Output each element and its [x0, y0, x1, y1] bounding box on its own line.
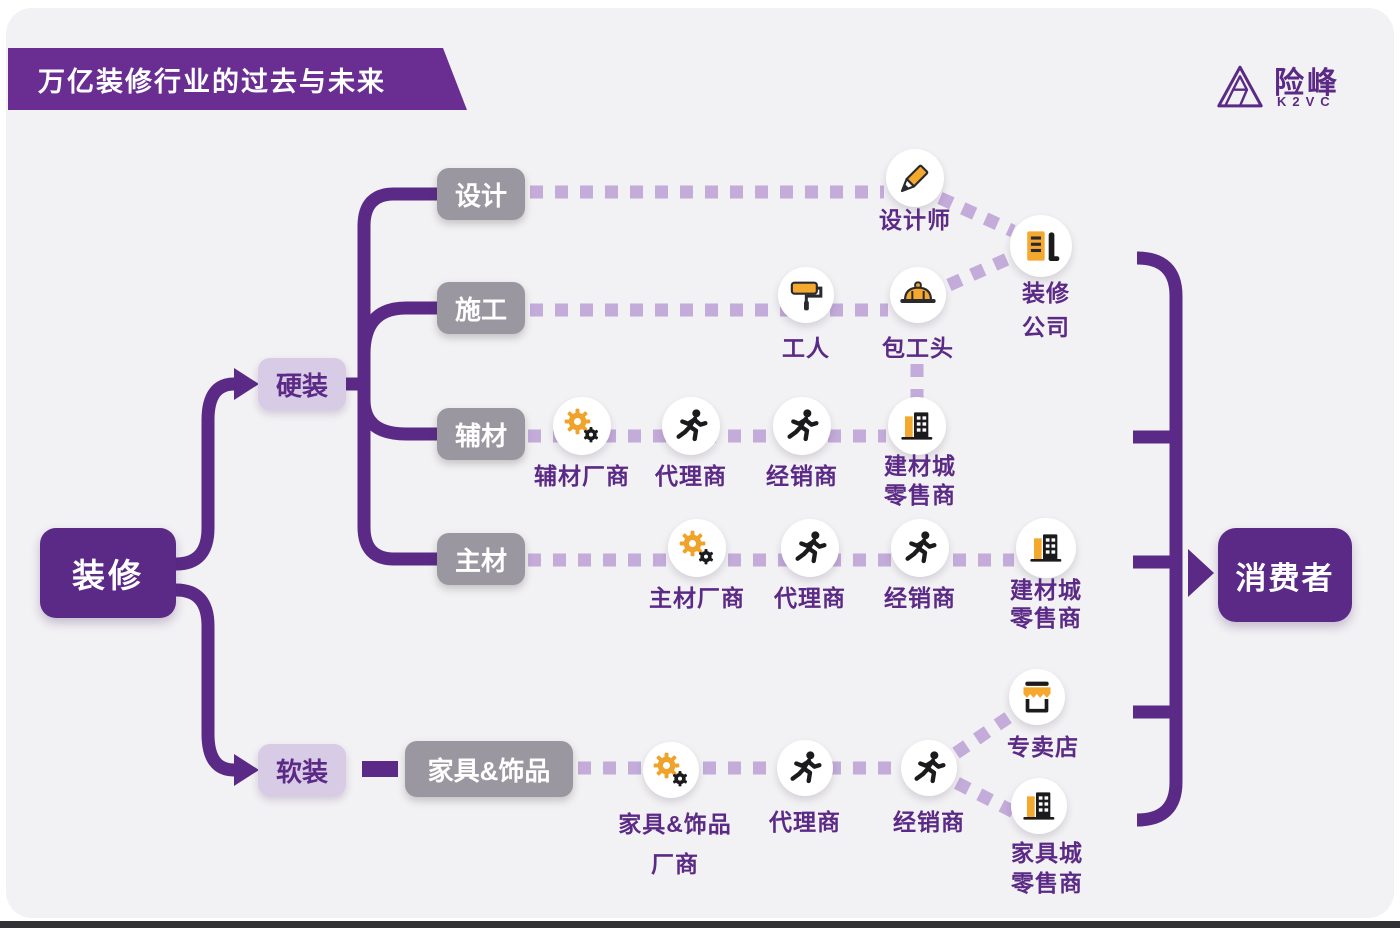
- node-furniture-dealer: [901, 740, 957, 796]
- node-main-agent: [781, 519, 839, 577]
- gears-icon: [562, 406, 602, 446]
- label-main-dealer: 经销商: [884, 585, 956, 611]
- node-main-dealer: [891, 519, 949, 577]
- label-deco-company-line1: 装修: [1022, 280, 1070, 306]
- logo-subtitle: K2VC: [1277, 94, 1336, 109]
- node-construction: 施工: [437, 282, 525, 334]
- node-main-retailer: [1016, 518, 1076, 578]
- node-hard-deco: 硬装: [258, 358, 346, 410]
- label-aux-retailer: 建材城 零售商: [840, 452, 1000, 510]
- label-deco-company: 装修 公司: [966, 276, 1126, 344]
- node-furniture-manufacturer: [643, 742, 699, 798]
- gears-icon: [677, 528, 717, 568]
- runner-icon: [900, 528, 940, 568]
- node-designer: [886, 149, 944, 207]
- label-furniture-retailer: 家具城 零售商: [967, 838, 1127, 898]
- node-contractor: [890, 267, 946, 323]
- runner-icon: [909, 748, 949, 788]
- label-contractor: 包工头: [882, 335, 954, 361]
- label-aux-retailer-line1: 建材城: [884, 453, 956, 479]
- node-furniture-retailer: [1011, 778, 1067, 834]
- label-worker: 工人: [782, 335, 830, 361]
- retailer-building-icon: [1026, 528, 1066, 568]
- label-furniture-retailer-line1: 家具城: [1011, 840, 1083, 866]
- node-aux-dealer: [773, 397, 831, 455]
- label-specialty-store: 专卖店: [1007, 734, 1079, 760]
- node-aux-agent: [662, 397, 720, 455]
- node-main-materials: 主材: [437, 533, 525, 585]
- retailer-building-icon: [1019, 786, 1059, 826]
- node-aux-materials: 辅材: [437, 408, 525, 460]
- node-deco-company: [1010, 215, 1072, 277]
- label-main-agent: 代理商: [774, 585, 846, 611]
- k2vc-mountain-icon: [1216, 64, 1264, 109]
- label-furniture-agent: 代理商: [769, 809, 841, 835]
- label-furniture-manufacturer-line1: 家具&饰品: [618, 811, 732, 837]
- node-furniture-agent: [777, 740, 833, 796]
- node-main-manufacturer: [668, 519, 726, 577]
- node-design: 设计: [437, 168, 525, 220]
- logo-name: 险峰: [1274, 67, 1340, 100]
- company-building-icon: [1019, 224, 1063, 268]
- label-furniture-manufacturer: 家具&饰品 厂商: [595, 804, 755, 884]
- label-main-retailer: 建材城 零售商: [966, 576, 1126, 632]
- node-soft-deco: 软装: [258, 744, 346, 796]
- label-main-manufacturer: 主材厂商: [649, 585, 745, 611]
- bottom-edge-strip: [0, 921, 1400, 928]
- title-banner: 万亿装修行业的过去与未来: [8, 48, 467, 110]
- paint-roller-icon: [786, 275, 826, 315]
- pencil-icon: [895, 158, 935, 198]
- page-title: 万亿装修行业的过去与未来: [38, 66, 386, 97]
- label-designer: 设计师: [879, 207, 951, 233]
- runner-icon: [790, 528, 830, 568]
- label-deco-company-line2: 公司: [1022, 314, 1070, 340]
- node-aux-retailer: [888, 397, 946, 455]
- label-aux-retailer-line2: 零售商: [884, 482, 956, 508]
- storefront-icon: [1017, 677, 1057, 717]
- label-furniture-manufacturer-line2: 厂商: [651, 851, 699, 877]
- label-aux-dealer: 经销商: [766, 463, 838, 489]
- hard-hat-icon: [898, 275, 938, 315]
- node-root: 装修: [40, 528, 176, 618]
- label-main-retailer-line1: 建材城: [1010, 577, 1082, 603]
- node-worker: [778, 267, 834, 323]
- label-main-retailer-line2: 零售商: [1010, 605, 1082, 631]
- node-consumer: 消费者: [1218, 528, 1352, 622]
- label-furniture-retailer-line2: 零售商: [1011, 870, 1083, 896]
- retailer-building-icon: [897, 406, 937, 446]
- node-furniture: 家具&饰品: [405, 741, 573, 797]
- gears-icon: [651, 750, 691, 790]
- node-specialty-store: [1009, 669, 1065, 725]
- label-aux-agent: 代理商: [655, 463, 727, 489]
- runner-icon: [785, 748, 825, 788]
- label-aux-manufacturer: 辅材厂商: [534, 463, 630, 489]
- runner-icon: [671, 406, 711, 446]
- node-aux-manufacturer: [553, 397, 611, 455]
- label-furniture-dealer: 经销商: [893, 809, 965, 835]
- runner-icon: [782, 406, 822, 446]
